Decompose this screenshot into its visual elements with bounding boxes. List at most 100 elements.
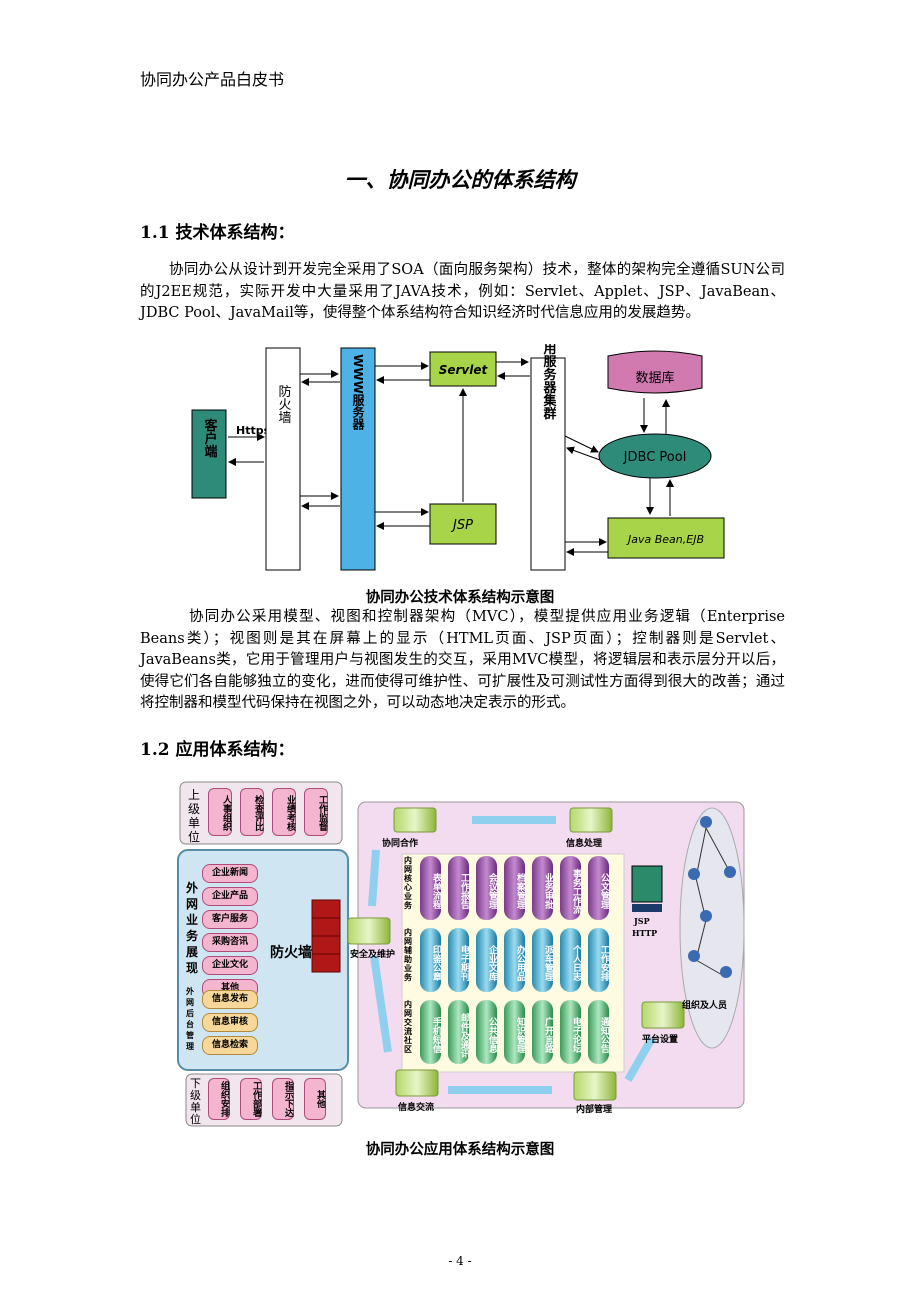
flow-arrow (624, 1036, 656, 1082)
servlet-label: Servlet (439, 363, 489, 377)
lower-unit-item: 组织安排 (208, 1078, 230, 1120)
org-people-label: 组织及人员 (682, 1001, 728, 1011)
node-coop-label: 协同合作 (382, 839, 419, 849)
business-item: 公共信息 (476, 1000, 497, 1064)
back-office-label: 外网后台管理 (186, 986, 194, 1051)
node-infoproc-label: 信息处理 (566, 839, 603, 849)
node-infoproc (569, 807, 613, 833)
node-internal-label: 内部管理 (576, 1105, 613, 1115)
firewall-box (265, 347, 301, 571)
outer-network-label: 外网业务展现 (186, 881, 199, 975)
lower-unit-label: 下级单位 (190, 1077, 201, 1126)
firewall-label: 防火墙 (276, 384, 292, 424)
firewall-label: 防火墙 (270, 945, 312, 961)
running-header: 协同办公产品白皮书 (140, 70, 285, 89)
business-item: 会议管理 (476, 856, 497, 920)
lower-unit-item: 工作部署 (240, 1078, 262, 1120)
node-infoex (395, 1069, 439, 1097)
upper-unit-items: 人事组织检查评比业绩考核工作监督 (208, 788, 338, 840)
upper-unit-item: 人事组织 (208, 788, 232, 836)
https-label: Https (236, 424, 271, 437)
subsection-heading-1-1: 1.1 技术体系结构： (140, 223, 295, 243)
business-item: 电子期刊 (448, 928, 469, 992)
tech-architecture-diagram: 客户端 Https 防火墙 WWW服务器 Servlet JSP 应用服务器集群… (191, 344, 725, 571)
app-cluster-label: 应用服务器集群 (541, 344, 558, 421)
business-item: 工作报告 (448, 856, 469, 920)
business-item: 邮件及通讯 (448, 1000, 469, 1064)
caption-tech-diagram: 协同办公技术体系结构示意图 (365, 589, 555, 606)
business-item: 广开言路 (532, 1000, 553, 1064)
client-box (191, 409, 227, 499)
upper-unit-item: 检查评比 (240, 788, 264, 836)
lower-unit-items: 组织安排工作部署指示下达其他 (208, 1078, 338, 1122)
business-rows: 内网核心业务表单流程工作报告会议管理档案管理业务审批事务工作流公文管理内网辅助业… (404, 856, 624, 1072)
outer-network-items: 企业新闻企业产品客户服务采购咨讯企业文化其他 (202, 864, 258, 1002)
app-cluster-box (530, 357, 566, 571)
business-row: 内网交流社区手机短信邮件及通讯公共信息知识管理广开言路电子论坛通知公告 (404, 1000, 624, 1070)
jdbc-pool-label: JDBC Pool (623, 450, 687, 465)
business-item: 办公用品 (504, 928, 525, 992)
flow-arrow (368, 849, 380, 907)
lower-unit-item: 指示下达 (272, 1078, 294, 1120)
business-item: 企业文库 (476, 928, 497, 992)
node-platform (641, 1001, 685, 1029)
jsp-label: JSP (634, 916, 650, 926)
javabean-ejb-label: Java Bean,EJB (626, 533, 704, 546)
client-label: 客户端 (202, 418, 218, 459)
outer-network-item: 企业产品 (202, 887, 258, 906)
business-item: 个人日志 (560, 928, 581, 992)
javabean-ejb-box (607, 517, 725, 559)
business-item: 业务审批 (532, 856, 553, 920)
paragraph-mvc: 协同办公采用模型、视图和控制器架构（MVC），模型提供应用业务逻辑（Enterp… (140, 609, 785, 711)
business-item: 手机短信 (420, 1000, 441, 1064)
node-coop (393, 807, 437, 833)
flow-arrow (370, 955, 392, 1053)
node-platform-label: 平台设置 (642, 1035, 679, 1045)
business-item: 印鉴公章 (420, 928, 441, 992)
business-row-label: 内网核心业务 (404, 855, 412, 910)
outer-network-item: 客户服务 (202, 910, 258, 929)
business-item: 档案管理 (504, 856, 525, 920)
back-office-item: 信息检索 (202, 1036, 258, 1055)
back-office-item: 信息审核 (202, 1013, 258, 1032)
node-infoex-label: 信息交流 (398, 1103, 435, 1113)
business-row-label: 内网辅助业务 (404, 927, 412, 982)
upper-unit-label: 上级单位 (188, 788, 201, 844)
caption-app-diagram: 协同办公应用体系结构示意图 (365, 1141, 555, 1158)
business-item: 派车管理 (532, 928, 553, 992)
outer-network-item: 企业新闻 (202, 864, 258, 883)
app-architecture-diagram: 上级单位 人事组织检查评比业绩考核工作监督 外网业务展现 企业新闻企业产品客户服… (176, 780, 748, 1128)
business-item: 工作安排 (588, 928, 609, 992)
www-server-box (340, 347, 376, 571)
business-item: 电子论坛 (560, 1000, 581, 1064)
jsp-box (429, 503, 497, 545)
section-title: 一、协同办公的体系结构 (344, 167, 576, 192)
servlet-box (429, 351, 497, 387)
paragraph-soa: 协同办公从设计到开发完全采用了SOA（面向服务架构）技术，整体的架构完全遵循SU… (140, 262, 785, 321)
business-row: 内网核心业务表单流程工作报告会议管理档案管理业务审批事务工作流公文管理 (404, 856, 624, 926)
jdbc-pool-ellipse (598, 433, 712, 479)
server-icon (631, 865, 663, 912)
node-security (347, 917, 391, 945)
database-label: 数据库 (635, 370, 674, 386)
business-item: 通知公告 (588, 1000, 609, 1064)
node-internal (573, 1071, 617, 1101)
business-item: 知识管理 (504, 1000, 525, 1064)
org-people-ellipse (679, 807, 745, 1049)
jsp-label: JSP (450, 518, 473, 533)
www-server-label: WWW服务器 (351, 354, 365, 430)
back-office-items: 信息发布信息审核信息检索 (202, 990, 258, 1059)
lower-unit-item: 其他 (304, 1078, 326, 1120)
node-security-label: 安全及维护 (350, 950, 396, 960)
person-icon (688, 816, 736, 978)
business-row: 内网辅助业务印鉴公章电子期刊企业文库办公用品派车管理个人日志工作安排 (404, 928, 624, 998)
business-item: 表单流程 (420, 856, 441, 920)
business-item: 事务工作流 (560, 856, 581, 920)
outer-network-item: 企业文化 (202, 956, 258, 975)
page-number: - 4 - (448, 1254, 472, 1268)
upper-unit-item: 工作监督 (304, 788, 328, 836)
http-label: HTTP (632, 928, 658, 938)
back-office-item: 信息发布 (202, 990, 258, 1009)
database-cylinder (607, 350, 703, 394)
upper-unit-item: 业绩考核 (272, 788, 296, 836)
